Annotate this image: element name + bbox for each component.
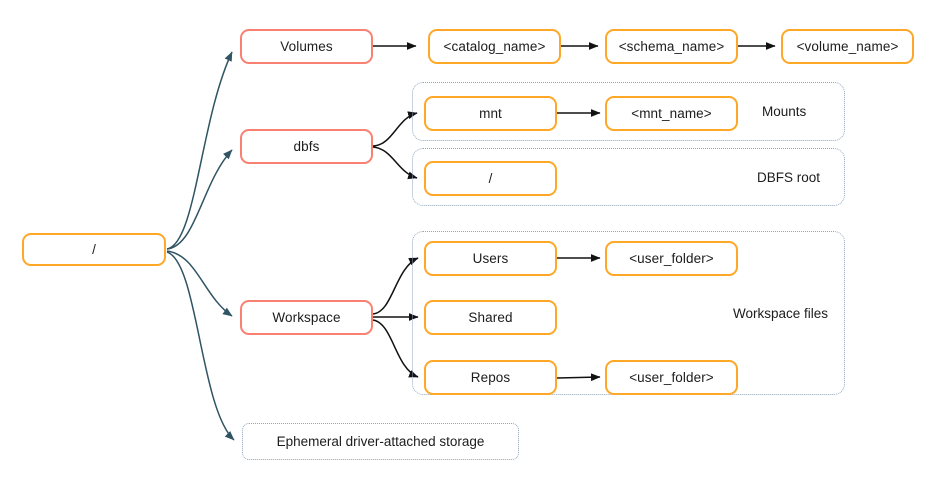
node-ephemeral-storage[interactable]: Ephemeral driver-attached storage: [242, 423, 519, 460]
edge-root-to-workspace: [166, 250, 233, 317]
node-shared-label: Shared: [468, 309, 513, 325]
edge-root-to-volumes: [166, 51, 233, 250]
node-repos-user-folder-label: <user_folder>: [629, 369, 714, 385]
node-mnt-name-label: <mnt_name>: [631, 105, 712, 121]
edge-root-to-ephemeral: [166, 251, 235, 441]
node-schema-name-label: <schema_name>: [618, 38, 725, 54]
node-dbfs-root-slash[interactable]: /: [424, 161, 557, 196]
node-mnt-name[interactable]: <mnt_name>: [605, 96, 738, 131]
node-repos[interactable]: Repos: [424, 360, 557, 395]
node-users[interactable]: Users: [424, 241, 557, 276]
node-repos-user-folder[interactable]: <user_folder>: [605, 360, 738, 395]
group-dbfs-root-label: DBFS root: [757, 170, 821, 185]
node-volumes[interactable]: Volumes: [240, 29, 373, 64]
node-dbfs[interactable]: dbfs: [240, 129, 373, 164]
node-workspace[interactable]: Workspace: [240, 300, 373, 335]
node-volume-name-label: <volume_name>: [796, 38, 899, 54]
edge-dbfs-to-mnt: [372, 111, 418, 147]
node-workspace-label: Workspace: [272, 309, 341, 325]
group-workspace-files-label: Workspace files: [733, 306, 829, 321]
node-volume-name[interactable]: <volume_name>: [781, 29, 914, 64]
node-dbfs-root-slash-label: /: [488, 170, 493, 186]
node-catalog-name-label: <catalog_name>: [443, 38, 546, 54]
group-mounts-label: Mounts: [762, 104, 807, 119]
node-repos-label: Repos: [470, 369, 511, 385]
node-mnt[interactable]: mnt: [424, 96, 557, 131]
node-schema-name[interactable]: <schema_name>: [605, 29, 738, 64]
node-ephemeral-storage-label: Ephemeral driver-attached storage: [276, 433, 485, 449]
node-root-label: /: [92, 241, 96, 257]
node-users-user-folder-label: <user_folder>: [629, 250, 714, 266]
edge-root-to-dbfs: [166, 149, 233, 250]
node-dbfs-label: dbfs: [293, 138, 320, 154]
node-mnt-label: mnt: [479, 105, 502, 121]
node-volumes-label: Volumes: [280, 38, 333, 54]
node-users-label: Users: [472, 250, 509, 266]
node-root[interactable]: /: [22, 233, 166, 266]
node-catalog-name[interactable]: <catalog_name>: [428, 29, 561, 64]
edge-dbfs-to-dbfs-root: [372, 146, 418, 180]
node-shared[interactable]: Shared: [424, 300, 557, 335]
node-users-user-folder[interactable]: <user_folder>: [605, 241, 738, 276]
